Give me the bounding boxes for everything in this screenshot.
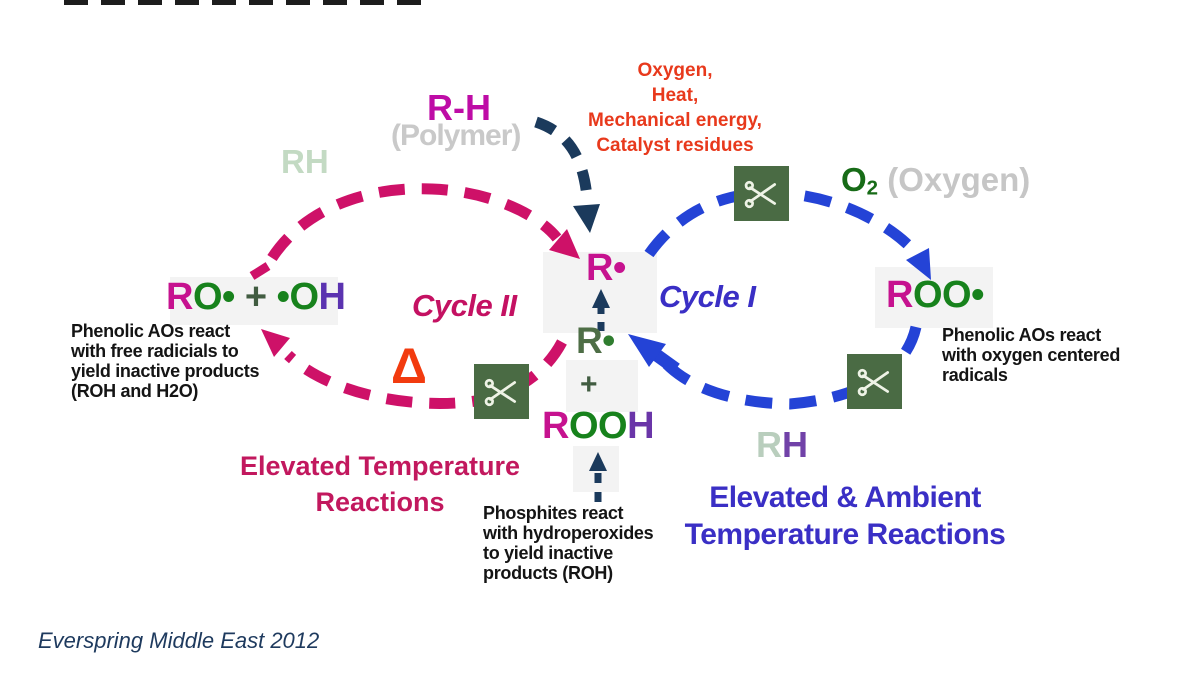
r-regeneration-arrowhead [592, 289, 610, 308]
oxygen-label: O2 (Oxygen) [841, 163, 1030, 199]
text-line: with free radicials to [71, 341, 239, 361]
credit-line: Everspring Middle East 2012 [38, 628, 320, 653]
cycle1-label: Cycle I [659, 279, 756, 314]
cycle2-top-arc [267, 183, 562, 262]
cycle1-top-arrowhead [906, 248, 931, 280]
text-line: Heat, [651, 85, 699, 106]
rooh-formula: ROOH [542, 405, 655, 447]
formula-fragment: O [841, 161, 867, 198]
text-line: Phenolic AOs react [71, 321, 230, 341]
formula-fragment: H [782, 424, 808, 465]
polymer-formula-label: R-H [427, 87, 491, 128]
cycle1-bottom-arc [657, 325, 922, 410]
cycle2-bottom-arrowhead [261, 329, 290, 357]
formula-fragment: R [166, 276, 193, 318]
formula-fragment: R [542, 405, 569, 447]
ro-oh-formula: RO• + •OH [166, 276, 346, 318]
rh-upper-label: RH [281, 143, 329, 180]
text-line: Phenolic AOs react [942, 325, 1101, 345]
text-line: to yield inactive [483, 543, 613, 563]
formula-fragment: O [568, 405, 599, 447]
formula-fragment: • [971, 274, 984, 316]
formula-fragment: O [289, 276, 319, 318]
formula-fragment: O [598, 405, 628, 447]
text-line: Elevated & Ambient [709, 481, 981, 514]
text-line: Temperature Reactions [684, 518, 1006, 551]
formula-fragment: • [222, 276, 235, 318]
text-line: Elevated Temperature [239, 451, 521, 481]
cropped-title-fragment [64, 0, 432, 5]
cycle1-top-arc [644, 187, 922, 258]
scissors-chip-o2 [734, 166, 789, 221]
text-line: Mechanical energy, [588, 110, 762, 131]
phosphite-arrowhead [589, 452, 607, 471]
formula-fragment: R [586, 247, 613, 289]
formula-fragment: H [627, 405, 655, 447]
formula-fragment: 2 [866, 176, 879, 200]
formula-fragment: R [886, 274, 913, 316]
text-line: with hydroperoxides [483, 523, 654, 543]
formula-fragment: O [192, 276, 223, 318]
scissors-chip-left [474, 364, 529, 419]
rh-lower-label: RH [756, 427, 808, 463]
text-line: Reactions [315, 487, 445, 517]
cycle2-top-arrowhead [549, 229, 580, 259]
scissors-icon [744, 180, 776, 208]
text-line: (ROH and H2O) [71, 381, 199, 401]
formula-fragment: • [602, 320, 615, 361]
scissors-icon [484, 378, 516, 406]
text-line: radicals [942, 365, 1008, 385]
initiation-factors-note: Oxygen, Heat, Mechanical energy, Catalyst r… [555, 58, 795, 158]
formula-fragment: • [612, 247, 626, 289]
text-line: with oxygen centered [942, 345, 1121, 365]
initiation-arrow [534, 116, 593, 198]
formula-fragment: • [276, 276, 290, 318]
r-radical-formula: R• [586, 249, 626, 287]
formula-fragment: H [318, 276, 346, 318]
formula-fragment: + [234, 276, 277, 318]
text-line: products (ROH) [483, 563, 613, 583]
plus-sign: + [580, 368, 598, 401]
text-line: Oxygen, [637, 60, 713, 81]
highlight-box-roo [875, 267, 993, 328]
text-line: yield inactive products [71, 361, 260, 381]
cycle2-arc-dash [249, 262, 271, 280]
formula-fragment: O [942, 274, 972, 316]
highlight-box-plus [566, 360, 638, 412]
formula-fragment: R [576, 320, 603, 361]
polymer-annotation: (Polymer) [391, 119, 521, 152]
scissors-icon [857, 368, 889, 396]
scissors-chip-right [847, 354, 902, 409]
cycle2-label: Cycle II [412, 288, 517, 323]
initiation-arrowhead [573, 204, 600, 233]
text-line: Catalyst residues [596, 135, 754, 156]
roo-formula: ROO• [886, 276, 984, 314]
delta-heat-symbol: Δ [391, 338, 427, 394]
text-line: Phosphites react [483, 503, 624, 523]
highlight-box-ro-oh [170, 277, 338, 325]
r-radical-green-formula: R• [576, 322, 615, 359]
formula-fragment: R [756, 424, 782, 465]
formula-fragment: O [912, 274, 943, 316]
cycle1-bottom-arrowhead [628, 334, 666, 367]
formula-fragment: (Oxygen) [878, 161, 1031, 198]
